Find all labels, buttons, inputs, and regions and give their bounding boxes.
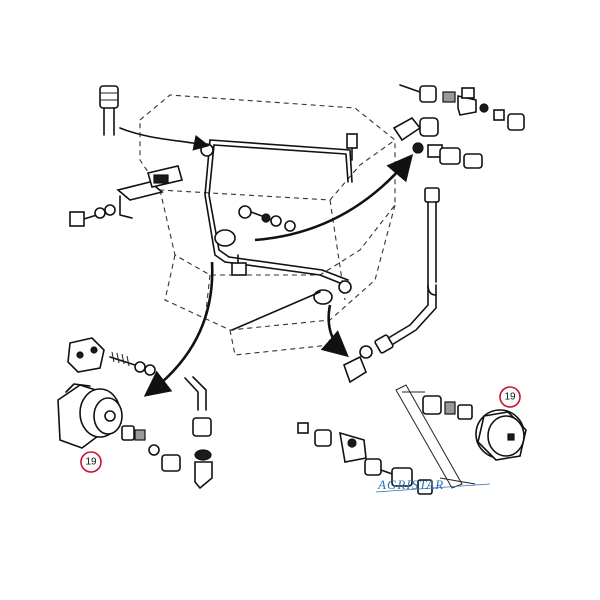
top-union-nut	[99, 85, 210, 151]
bracket-bolt	[69, 204, 116, 227]
mounting-bracket	[116, 165, 184, 219]
bleed-fitting	[346, 133, 358, 161]
lower-right-fittings	[297, 395, 473, 495]
lower-right-bracket	[395, 384, 476, 489]
agristar-watermark: AGRISTAR	[375, 477, 491, 493]
callout-19-right: 19	[499, 386, 521, 408]
banjo-bolt-assembly	[238, 205, 296, 232]
callout-19-left: 19	[80, 451, 102, 473]
fuel-filter-right	[475, 409, 527, 461]
fuel-filter-left	[57, 383, 181, 472]
banjo-fitting-center	[214, 229, 247, 276]
filter-bracket-left	[67, 337, 105, 373]
callout-label: 19	[85, 457, 97, 468]
fuel-hose-right	[424, 187, 440, 296]
elbow-fitting-left	[184, 376, 213, 490]
pipe-clamp-right	[231, 289, 333, 331]
direction-arrows	[143, 154, 414, 397]
top-right-fittings	[392, 84, 525, 169]
filter-mount-bolt	[109, 351, 156, 376]
return-hose	[343, 284, 437, 384]
callout-label: 19	[504, 392, 516, 403]
